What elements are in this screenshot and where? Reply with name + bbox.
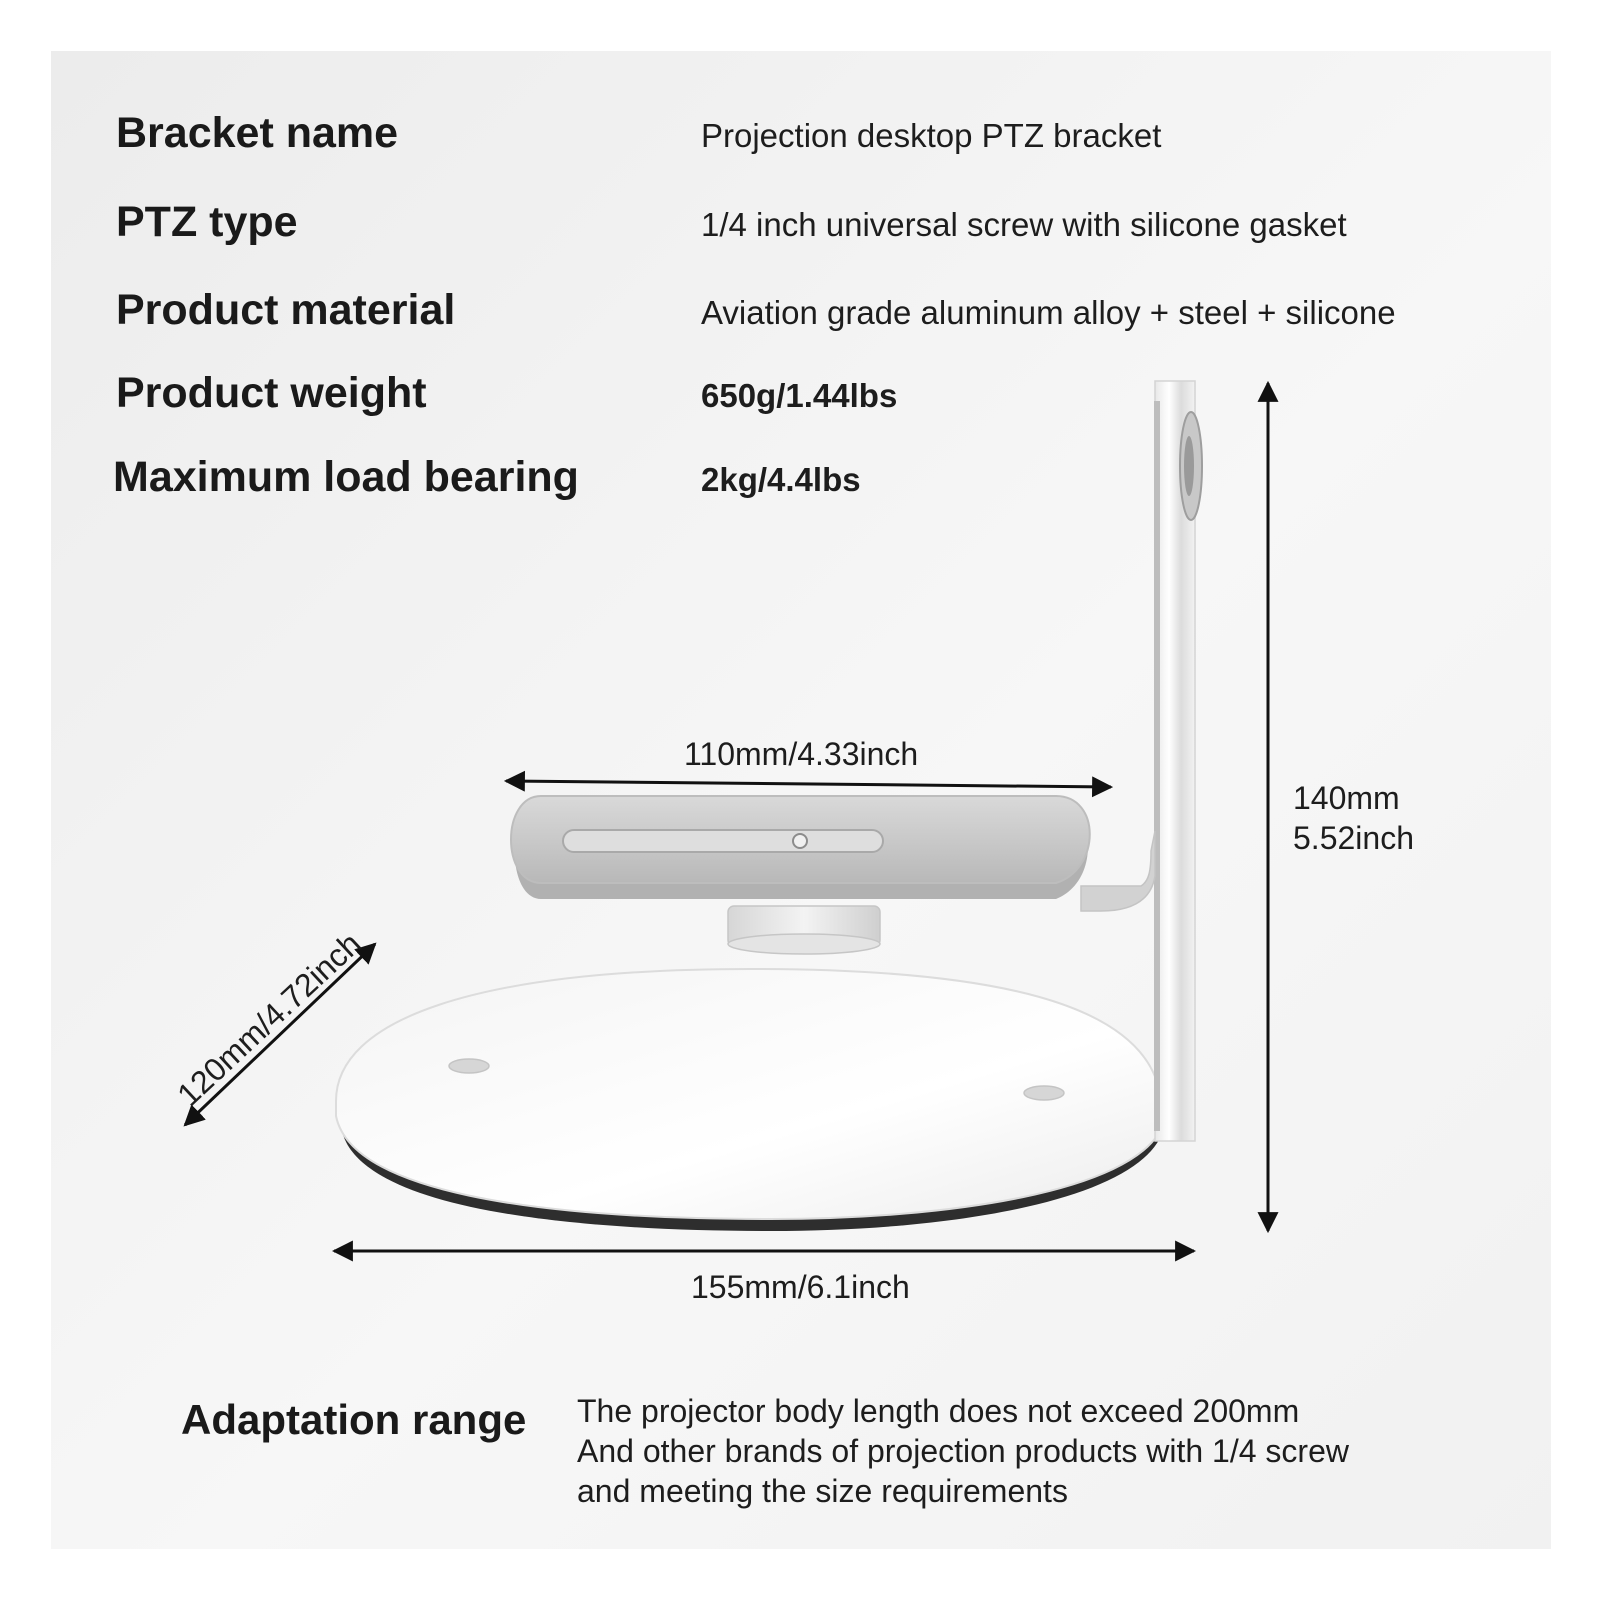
spec-label-max-load: Maximum load bearing xyxy=(113,453,579,501)
spec-label-product-weight: Product weight xyxy=(116,369,427,417)
base-plate xyxy=(335,967,1162,1231)
base-hole-left xyxy=(448,1058,490,1074)
height-label-inch: 5.52inch xyxy=(1293,820,1414,856)
base-hole-right xyxy=(1023,1085,1065,1101)
spec-label-ptz-type: PTZ type xyxy=(116,198,298,246)
adaptation-range-text: The projector body length does not excee… xyxy=(577,1391,1349,1511)
spec-label-product-material: Product material xyxy=(116,286,456,334)
spec-value-product-material: Aviation grade aluminum alloy + steel + … xyxy=(701,294,1396,331)
spec-value-max-load: 2kg/4.4lbs xyxy=(701,461,861,498)
spec-value-ptz-type: 1/4 inch universal screw with silicone g… xyxy=(701,206,1347,243)
depth-arrow xyxy=(183,942,377,1127)
adaptation-range-label: Adaptation range xyxy=(181,1396,527,1443)
support-arm xyxy=(1080,830,1156,912)
vertical-post xyxy=(1154,380,1203,1142)
top-plate-width-arrow xyxy=(503,770,1114,798)
top-plate xyxy=(510,795,1091,899)
quarter-inch-screw xyxy=(792,833,808,849)
spec-value-product-weight: 650g/1.44lbs xyxy=(701,377,898,414)
top-plate-width-label: 110mm/4.33inch xyxy=(684,736,919,772)
height-label: 140mm 5.52inch xyxy=(1293,778,1414,858)
spec-label-bracket-name: Bracket name xyxy=(116,109,399,157)
plate-slot xyxy=(562,829,884,853)
adaptation-line-3: and meeting the size requirements xyxy=(577,1473,1068,1509)
bracket-illustration xyxy=(183,380,1279,1262)
mount-knob xyxy=(727,905,881,955)
product-spec-panel: Bracket name Projection desktop PTZ brac… xyxy=(51,51,1551,1549)
base-width-label: 155mm/6.1inch xyxy=(691,1269,910,1305)
adaptation-line-1: The projector body length does not excee… xyxy=(577,1393,1300,1429)
spec-value-bracket-name: Projection desktop PTZ bracket xyxy=(701,117,1162,154)
adaptation-line-2: And other brands of projection products … xyxy=(577,1433,1349,1469)
height-label-mm: 140mm xyxy=(1293,780,1400,816)
